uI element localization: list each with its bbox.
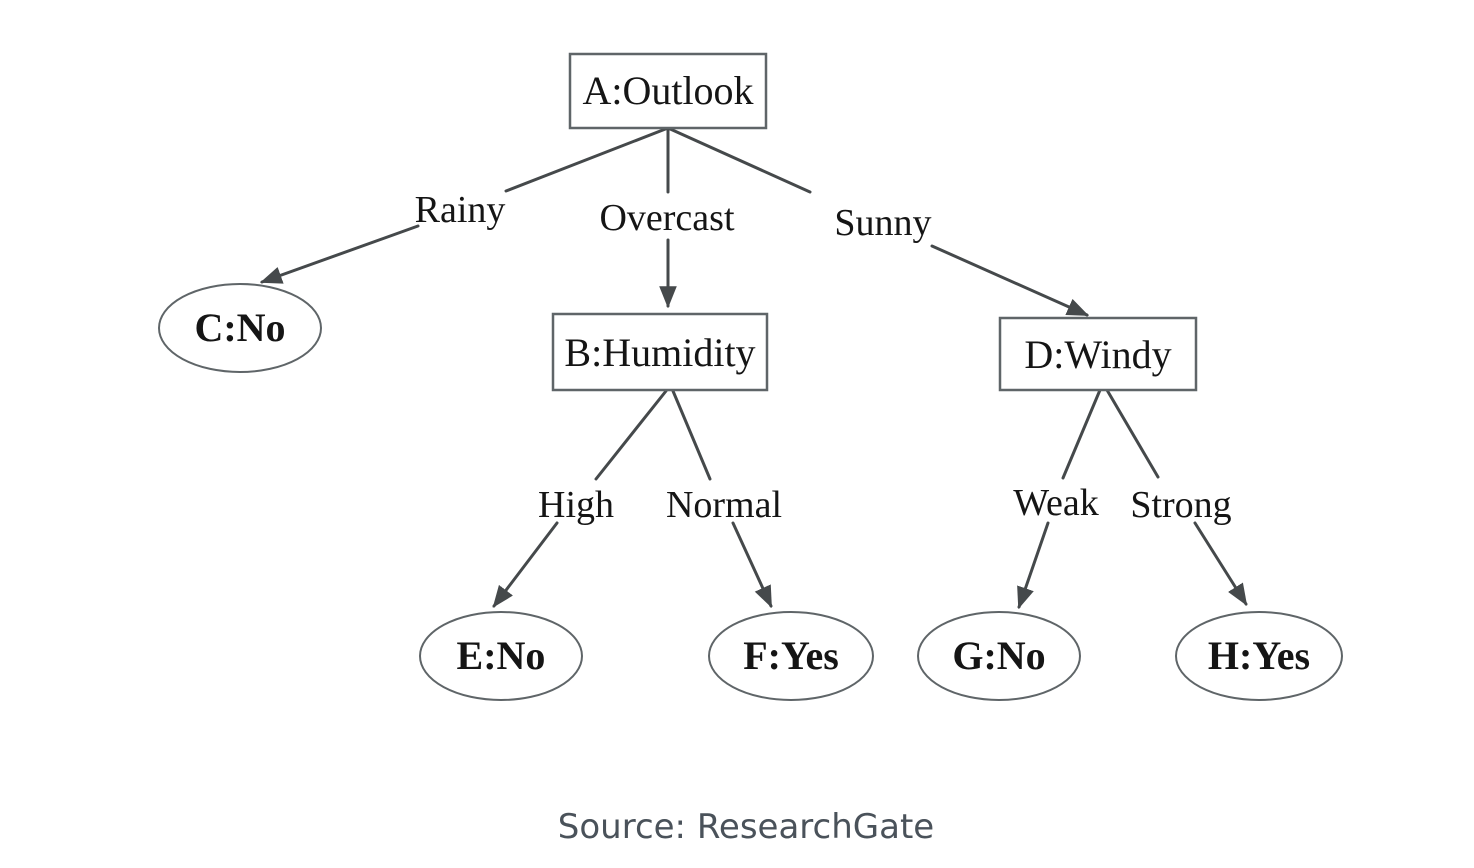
node-ellipse: [917, 611, 1081, 701]
edge-line-upper: [594, 389, 668, 481]
node-box: [551, 312, 769, 392]
node-label: H:Yes: [1208, 633, 1310, 678]
edge-label: Overcast: [599, 197, 734, 239]
edge-line-arrow: [259, 224, 420, 284]
edge-line-upper: [504, 126, 670, 193]
node-box: [998, 316, 1198, 392]
edge-line-upper: [1061, 388, 1102, 480]
node-label: F:Yes: [743, 633, 839, 678]
node-c-no: C:No: [158, 283, 322, 373]
edge-rainy: Rainy: [259, 126, 670, 284]
node-label: C:No: [194, 305, 285, 350]
node-ellipse: [708, 611, 874, 701]
edge-line-arrow: [492, 521, 559, 608]
edge-line-arrow: [1017, 521, 1050, 610]
edge-weak: Weak: [1013, 388, 1102, 610]
edge-line-upper: [666, 126, 812, 194]
source-caption: Source: ResearchGate: [558, 807, 934, 847]
edge-label: Rainy: [415, 189, 506, 231]
node-label: B:Humidity: [564, 330, 755, 375]
edge-overcast: Overcast: [599, 126, 735, 309]
edge-line-upper: [671, 389, 712, 481]
node-label: D:Windy: [1024, 332, 1171, 377]
node-label: G:No: [952, 633, 1045, 678]
edge-line-arrow: [1193, 521, 1248, 606]
node-e-no: E:No: [419, 611, 583, 701]
edge-label: Sunny: [834, 202, 931, 244]
edge-label: Strong: [1130, 484, 1231, 526]
edge-label: Weak: [1013, 482, 1099, 524]
node-b-humidity: B:Humidity: [551, 312, 769, 392]
edge-sunny: Sunny: [666, 126, 1090, 317]
node-label: A:Outlook: [582, 68, 753, 113]
edge-label: Normal: [666, 484, 782, 526]
edge-strong: Strong: [1105, 388, 1248, 606]
node-label: E:No: [457, 633, 546, 678]
node-g-no: G:No: [917, 611, 1081, 701]
node-f-yes: F:Yes: [708, 611, 874, 701]
edge-line-arrow: [731, 521, 773, 609]
edge-line-arrow: [930, 244, 1090, 317]
node-ellipse: [158, 283, 322, 373]
edge-label: High: [538, 484, 614, 526]
edge-normal: Normal: [666, 389, 782, 609]
edge-high: High: [492, 389, 668, 608]
node-box: [568, 52, 768, 130]
node-d-windy: D:Windy: [998, 316, 1198, 392]
node-ellipse: [1175, 611, 1343, 701]
node-ellipse: [419, 611, 583, 701]
edge-line-upper: [1105, 388, 1160, 479]
node-a-outlook: A:Outlook: [568, 52, 768, 130]
node-h-yes: H:Yes: [1175, 611, 1343, 701]
